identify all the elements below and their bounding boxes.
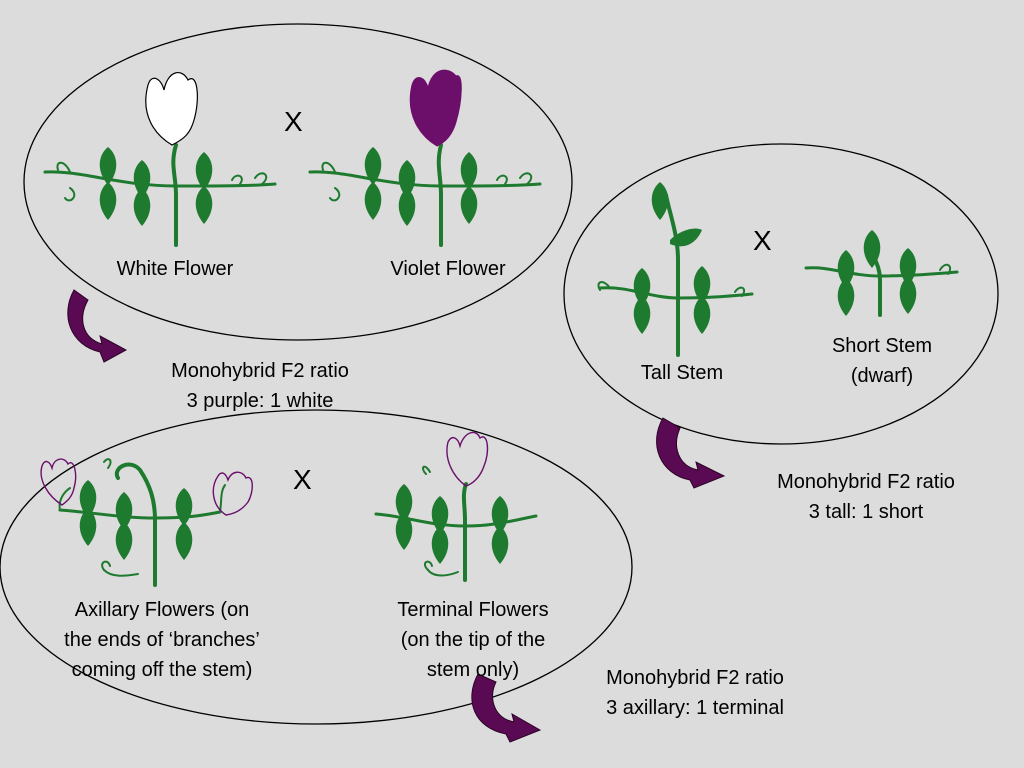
ratio-value: 3 purple: 1 white xyxy=(186,390,334,412)
ratio-heading: Monohybrid F2 ratio xyxy=(606,667,784,689)
tall-stem-plant xyxy=(597,182,754,357)
white-flower-plant xyxy=(43,143,277,247)
ratio-value: 3 axillary: 1 terminal xyxy=(606,697,784,719)
short-stem-line-2: (dwarf) xyxy=(850,365,914,387)
flower-position-oval xyxy=(0,409,633,725)
white-flower-label: White Flower xyxy=(116,258,234,280)
axillary-flower-left-icon xyxy=(40,458,77,506)
tall-stem-label: Tall Stem xyxy=(640,362,724,384)
terminal-flower-plant xyxy=(374,465,538,582)
axillary-flower-plant xyxy=(58,458,226,587)
axillary-flowers-label: Axillary Flowers (on the ends of ‘branch… xyxy=(22,595,302,685)
cross-symbol-flower-color: X xyxy=(284,106,303,137)
ratio-value: 3 tall: 1 short xyxy=(808,501,924,523)
violet-flower-label: Violet Flower xyxy=(390,258,506,280)
curved-arrow-icon xyxy=(67,289,128,363)
white-flower-icon xyxy=(145,72,198,146)
curved-arrow-icon xyxy=(471,673,542,743)
stem-length-oval xyxy=(563,143,999,445)
flower-color-ratio: Monohybrid F2 ratio 3 purple: 1 white xyxy=(140,356,380,416)
axillary-line-3: coming off the stem) xyxy=(71,659,253,681)
stem-length-ratio: Monohybrid F2 ratio 3 tall: 1 short xyxy=(746,467,986,527)
ratio-heading: Monohybrid F2 ratio xyxy=(777,471,955,493)
violet-flower-plant xyxy=(308,143,542,247)
axillary-line-2: the ends of ‘branches’ xyxy=(64,629,260,651)
short-stem-plant xyxy=(804,230,959,317)
flower-color-oval xyxy=(23,23,573,341)
terminal-line-2: (on the tip of the xyxy=(400,629,546,651)
terminal-flowers-label: Terminal Flowers (on the tip of the stem… xyxy=(363,595,583,685)
cross-symbol-stem-length: X xyxy=(753,225,772,256)
terminal-flower-icon xyxy=(446,431,489,487)
axillary-flower-right-icon xyxy=(212,471,253,516)
curved-arrow-icon xyxy=(656,417,726,489)
short-stem-label: Short Stem (dwarf) xyxy=(812,331,952,391)
flower-position-ratio: Monohybrid F2 ratio 3 axillary: 1 termin… xyxy=(570,663,820,723)
ratio-heading: Monohybrid F2 ratio xyxy=(171,360,349,382)
terminal-line-1: Terminal Flowers xyxy=(397,599,549,621)
short-stem-line-1: Short Stem xyxy=(831,335,933,357)
axillary-line-1: Axillary Flowers (on xyxy=(74,599,250,621)
cross-symbol-flower-position: X xyxy=(293,464,312,495)
terminal-line-3: stem only) xyxy=(426,659,520,681)
violet-flower-icon xyxy=(409,69,462,147)
